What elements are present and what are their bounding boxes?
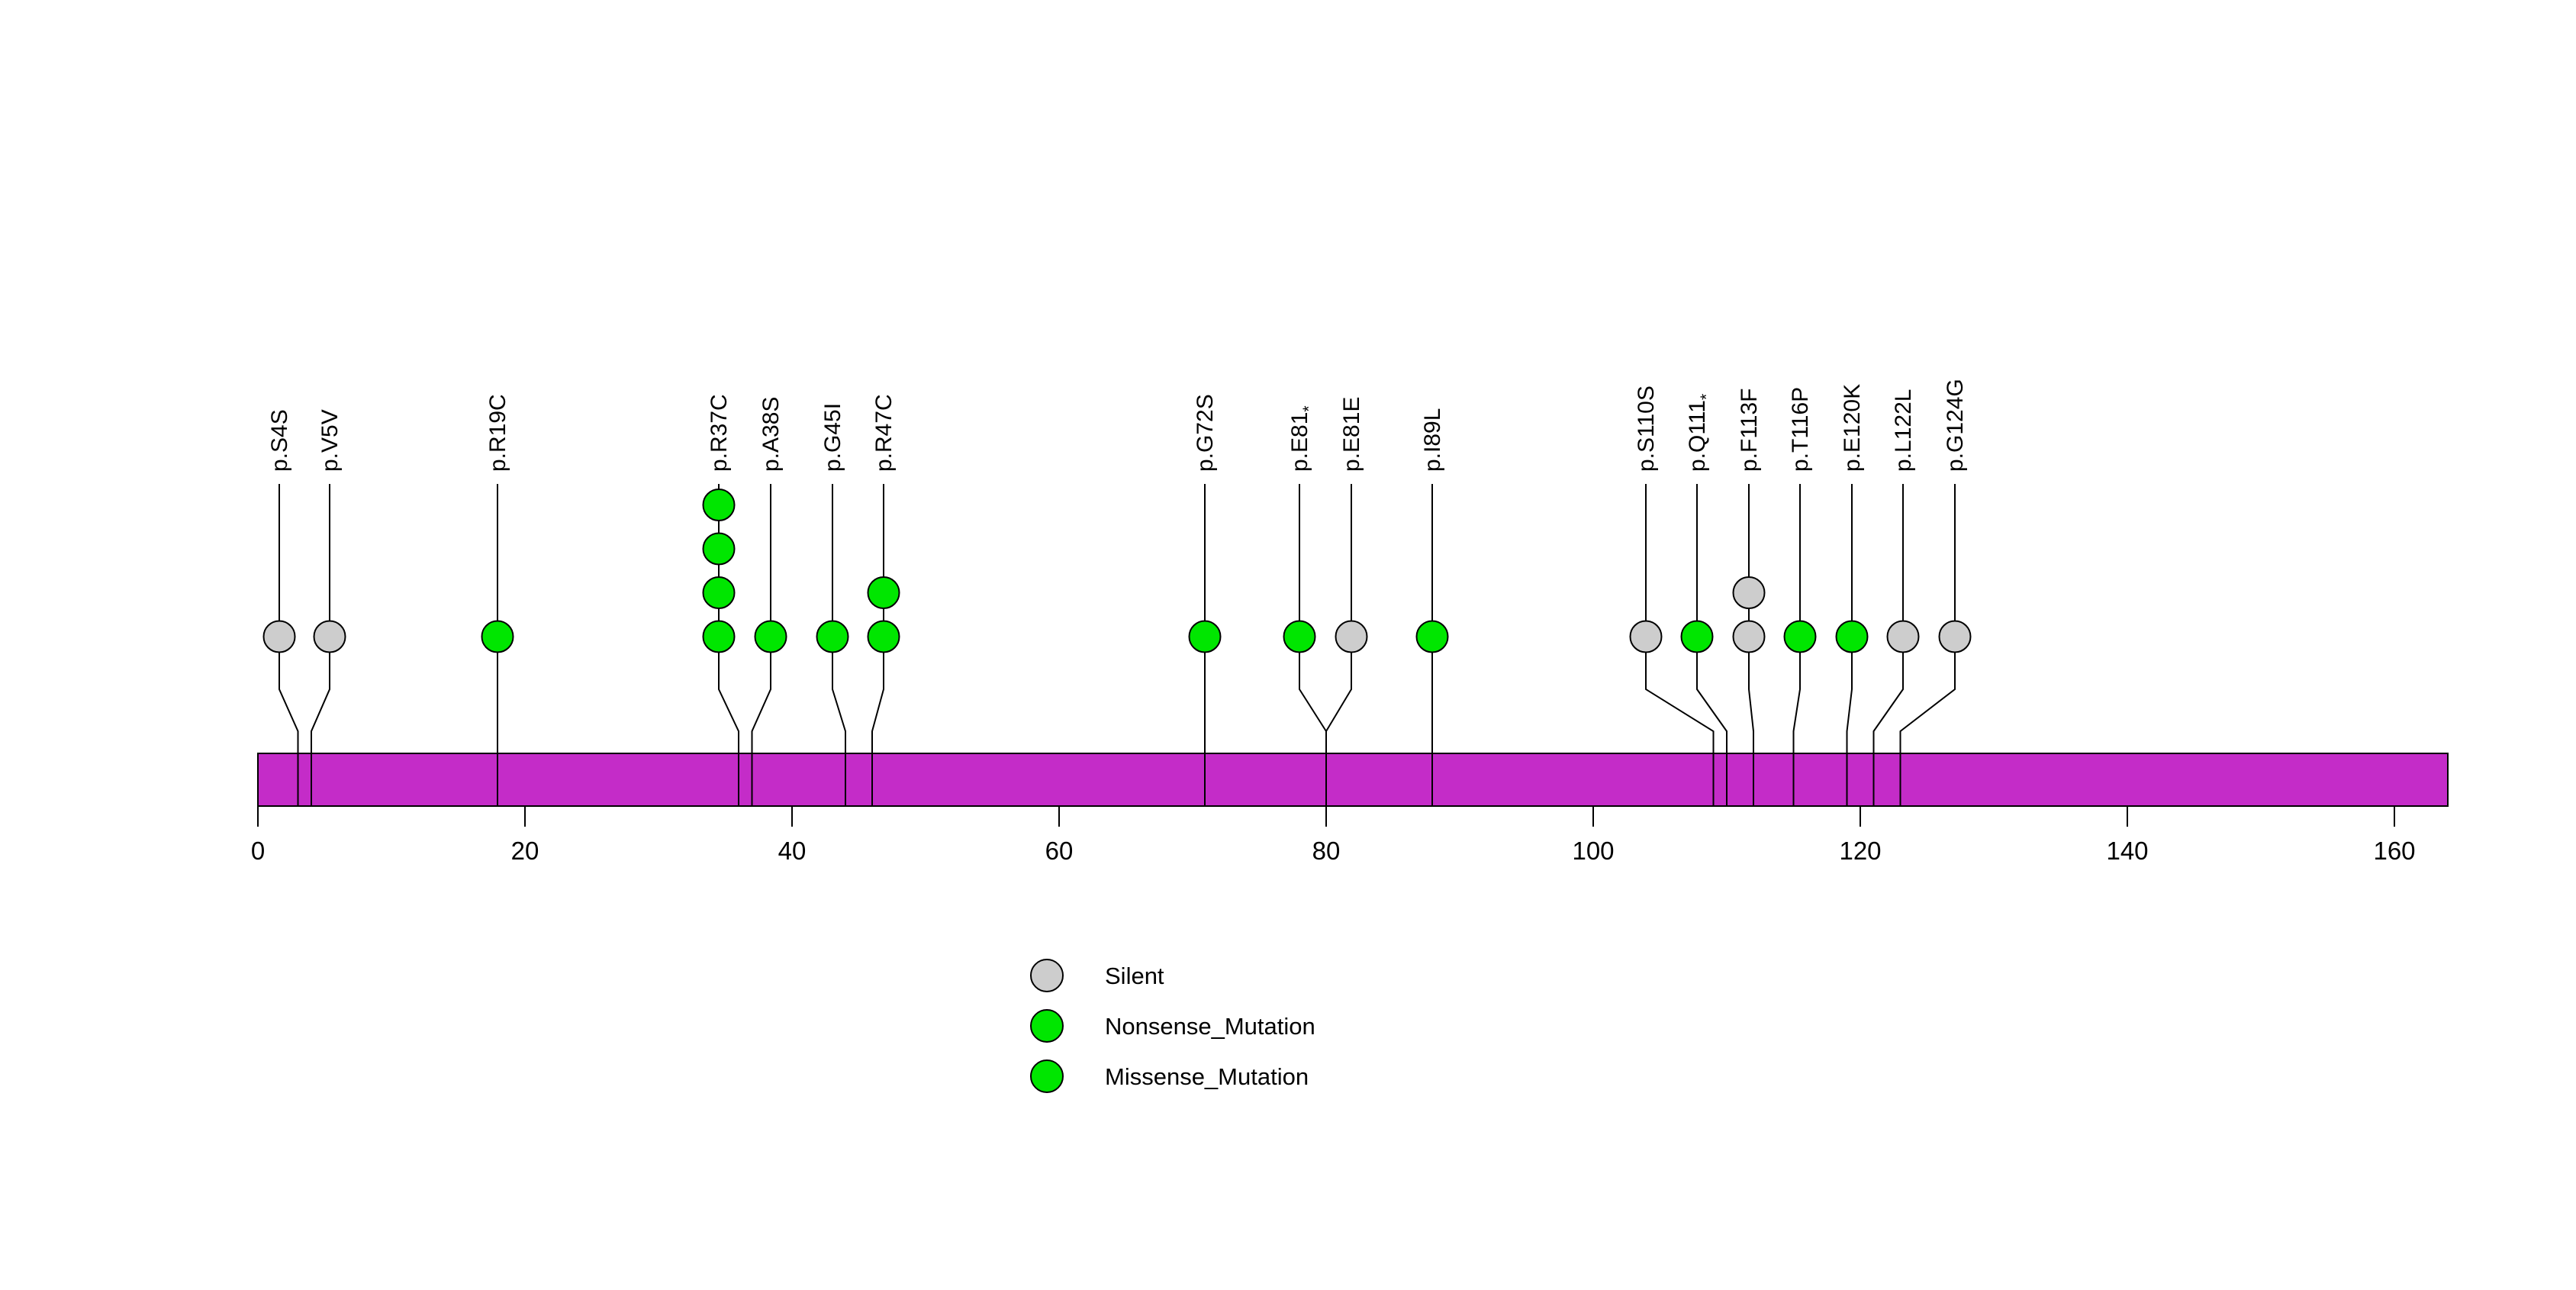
mutation-marker bbox=[1938, 620, 1972, 653]
mutation-marker bbox=[702, 532, 736, 566]
x-axis-tick-label: 120 bbox=[1839, 837, 1881, 865]
mutation-stem bbox=[1899, 484, 1956, 806]
mutation-marker bbox=[867, 576, 900, 609]
mutation-marker bbox=[313, 620, 346, 653]
mutation-marker bbox=[1283, 620, 1316, 653]
mutation-stem bbox=[1325, 484, 1352, 806]
legend-swatch bbox=[1030, 1009, 1064, 1043]
mutation-marker bbox=[1835, 620, 1869, 653]
legend-label: Silent bbox=[1105, 963, 1164, 989]
mutation-label: p.E81E bbox=[1339, 397, 1364, 472]
mutation-marker bbox=[1680, 620, 1714, 653]
mutation-marker bbox=[1415, 620, 1449, 653]
mutation-label: p.R47C bbox=[871, 394, 897, 472]
mutation-marker bbox=[262, 620, 296, 653]
mutation-marker bbox=[1732, 620, 1766, 653]
mutation-label: p.I89L bbox=[1420, 408, 1445, 472]
mutation-label: p.G124G bbox=[1943, 379, 1968, 472]
mutation-stem bbox=[1872, 484, 1904, 806]
x-axis-tick-label: 60 bbox=[1045, 837, 1074, 865]
protein-domain-bar bbox=[257, 753, 2449, 807]
mutation-stem bbox=[1846, 484, 1853, 806]
mutation-marker bbox=[1629, 620, 1663, 653]
mutation-marker bbox=[1783, 620, 1817, 653]
x-axis-tick-label: 80 bbox=[1312, 837, 1341, 865]
x-axis-tick-label: 100 bbox=[1572, 837, 1614, 865]
mutation-label: p.L122L bbox=[1891, 389, 1916, 472]
mutation-label: p.A38S bbox=[758, 397, 784, 472]
mutation-marker bbox=[1188, 620, 1222, 653]
mutation-marker bbox=[481, 620, 514, 653]
mutation-label: p.E81* bbox=[1287, 405, 1318, 472]
mutation-label: p.T116P bbox=[1788, 387, 1813, 472]
mutation-label: p.G45I bbox=[820, 403, 845, 472]
x-axis-tick-label: 0 bbox=[251, 837, 265, 865]
x-axis-tick-label: 140 bbox=[2106, 837, 2148, 865]
x-axis-tick-label: 160 bbox=[2373, 837, 2415, 865]
mutation-stem bbox=[1696, 484, 1728, 806]
legend-label: Missense_Mutation bbox=[1105, 1063, 1309, 1090]
mutation-marker bbox=[1886, 620, 1920, 653]
mutation-marker bbox=[754, 620, 787, 653]
mutation-label: p.Q111* bbox=[1685, 394, 1715, 472]
mutation-marker bbox=[816, 620, 849, 653]
legend-label: Nonsense_Mutation bbox=[1105, 1013, 1315, 1040]
mutation-label: p.E120K bbox=[1840, 384, 1865, 472]
mutation-stem bbox=[1792, 484, 1801, 806]
mutation-marker bbox=[702, 489, 736, 521]
x-axis-tick-label: 20 bbox=[511, 837, 539, 865]
mutation-marker bbox=[702, 576, 736, 609]
mutation-marker bbox=[702, 620, 736, 653]
mutation-stem bbox=[1645, 484, 1715, 806]
mutation-label: p.S110S bbox=[1634, 385, 1659, 472]
mutation-marker bbox=[1732, 576, 1766, 609]
mutation-label: p.F113F bbox=[1737, 389, 1762, 472]
mutation-label: p.S4S bbox=[267, 409, 292, 472]
mutation-stem bbox=[311, 484, 330, 806]
mutation-stem bbox=[832, 484, 846, 806]
mutation-stem bbox=[751, 484, 771, 806]
mutation-label: p.V5V bbox=[317, 409, 343, 472]
mutation-label: p.R19C bbox=[485, 394, 510, 472]
mutation-label: p.G72S bbox=[1193, 394, 1218, 472]
mutation-marker bbox=[1335, 620, 1368, 653]
legend-swatch bbox=[1030, 959, 1064, 992]
mutation-marker bbox=[867, 620, 900, 653]
legend-swatch bbox=[1030, 1059, 1064, 1093]
mutation-label: p.R37C bbox=[707, 394, 732, 472]
mutation-stem bbox=[279, 484, 299, 806]
x-axis-tick-label: 40 bbox=[778, 837, 807, 865]
